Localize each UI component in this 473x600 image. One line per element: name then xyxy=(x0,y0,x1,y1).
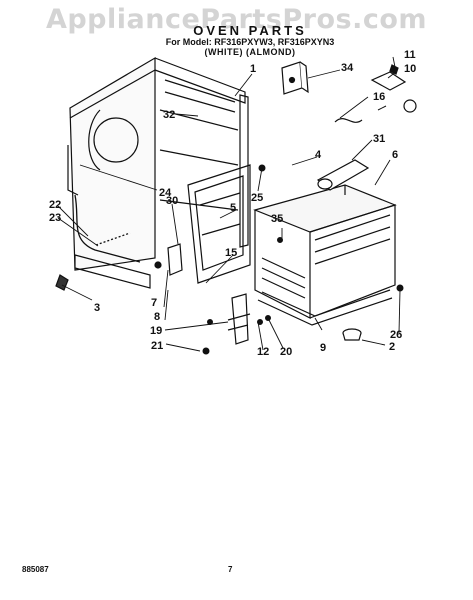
callout-19: 19 xyxy=(150,325,162,337)
callout-30: 30 xyxy=(166,195,178,207)
model-numbers: For Model: RF316PXYW3, RF316PXYN3 xyxy=(165,37,335,47)
callout-26: 26 xyxy=(390,329,402,341)
callout-12: 12 xyxy=(257,346,269,358)
callout-10: 10 xyxy=(404,63,416,75)
part-callouts: 1 34 11 10 16 32 31 4 6 24 25 30 22 5 23… xyxy=(49,49,416,358)
vent-panel-34 xyxy=(281,61,309,95)
callout-6: 6 xyxy=(392,149,398,161)
callout-23: 23 xyxy=(49,212,61,224)
page-number: 7 xyxy=(228,565,233,574)
callout-7: 7 xyxy=(151,297,157,309)
callout-35: 35 xyxy=(271,213,283,225)
callout-31: 31 xyxy=(373,133,385,145)
callout-32: 32 xyxy=(163,109,175,121)
callout-8: 8 xyxy=(154,311,160,323)
callout-1: 1 xyxy=(250,63,256,75)
watermark: AppliancePartsPros.com xyxy=(45,4,428,35)
oven-cavity xyxy=(253,184,397,326)
callout-34: 34 xyxy=(341,62,354,74)
hinge-support-7 xyxy=(154,243,183,276)
callout-4: 4 xyxy=(315,149,322,161)
screws-small-parts xyxy=(202,105,404,355)
document-number: 885087 xyxy=(22,565,49,574)
leader-lines xyxy=(57,56,401,352)
diagram-title: OVEN PARTS xyxy=(193,23,307,38)
callout-5: 5 xyxy=(230,202,236,214)
callout-15: 15 xyxy=(225,247,237,259)
oven-front-frame xyxy=(187,164,251,284)
oven-chassis xyxy=(55,56,249,291)
callout-3: 3 xyxy=(94,302,100,314)
callout-16: 16 xyxy=(373,91,385,103)
callout-9: 9 xyxy=(320,342,326,354)
leveling-foot-2 xyxy=(342,328,362,341)
bracket-16 xyxy=(334,118,363,123)
callout-25: 25 xyxy=(251,192,263,204)
door-hinge-19 xyxy=(227,293,251,345)
callout-2: 2 xyxy=(389,341,395,353)
color-options: (WHITE) (ALMOND) xyxy=(204,47,296,57)
cable-igniter-22-23 xyxy=(74,194,141,263)
callout-11: 11 xyxy=(404,49,416,61)
callout-20: 20 xyxy=(280,346,292,358)
callout-21: 21 xyxy=(151,340,163,352)
callout-22: 22 xyxy=(49,199,61,211)
vent-tube-31 xyxy=(316,159,370,191)
callout-24: 24 xyxy=(159,187,172,199)
